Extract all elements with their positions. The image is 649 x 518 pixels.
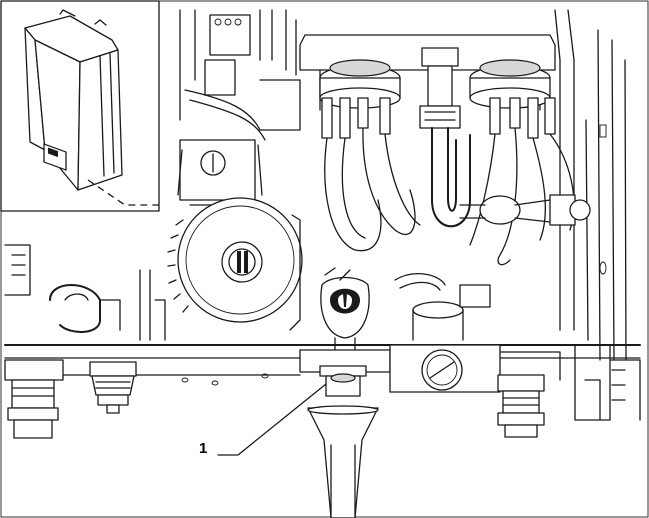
callout-1-leader [217, 383, 327, 456]
boiler-overview-inset [0, 0, 160, 212]
boiler-casing [259, 9, 627, 361]
hydraulic-block [299, 34, 591, 266]
drain-outlet [319, 365, 367, 397]
inset-pointer-line [87, 179, 160, 206]
boiler-unit-thumbnail [24, 9, 123, 191]
upper-mechanism-left [179, 9, 301, 141]
right-fitting [497, 374, 545, 438]
left-pipework [4, 244, 121, 333]
small-vessel [394, 273, 491, 341]
callout-1-label: 1 [199, 440, 208, 457]
drain-valve [320, 267, 370, 351]
circulation-pump [139, 139, 303, 341]
drain-hose [307, 405, 379, 518]
center-left-fitting [89, 361, 137, 414]
bottom-frame-rail [4, 344, 641, 421]
left-fitting [4, 359, 64, 439]
